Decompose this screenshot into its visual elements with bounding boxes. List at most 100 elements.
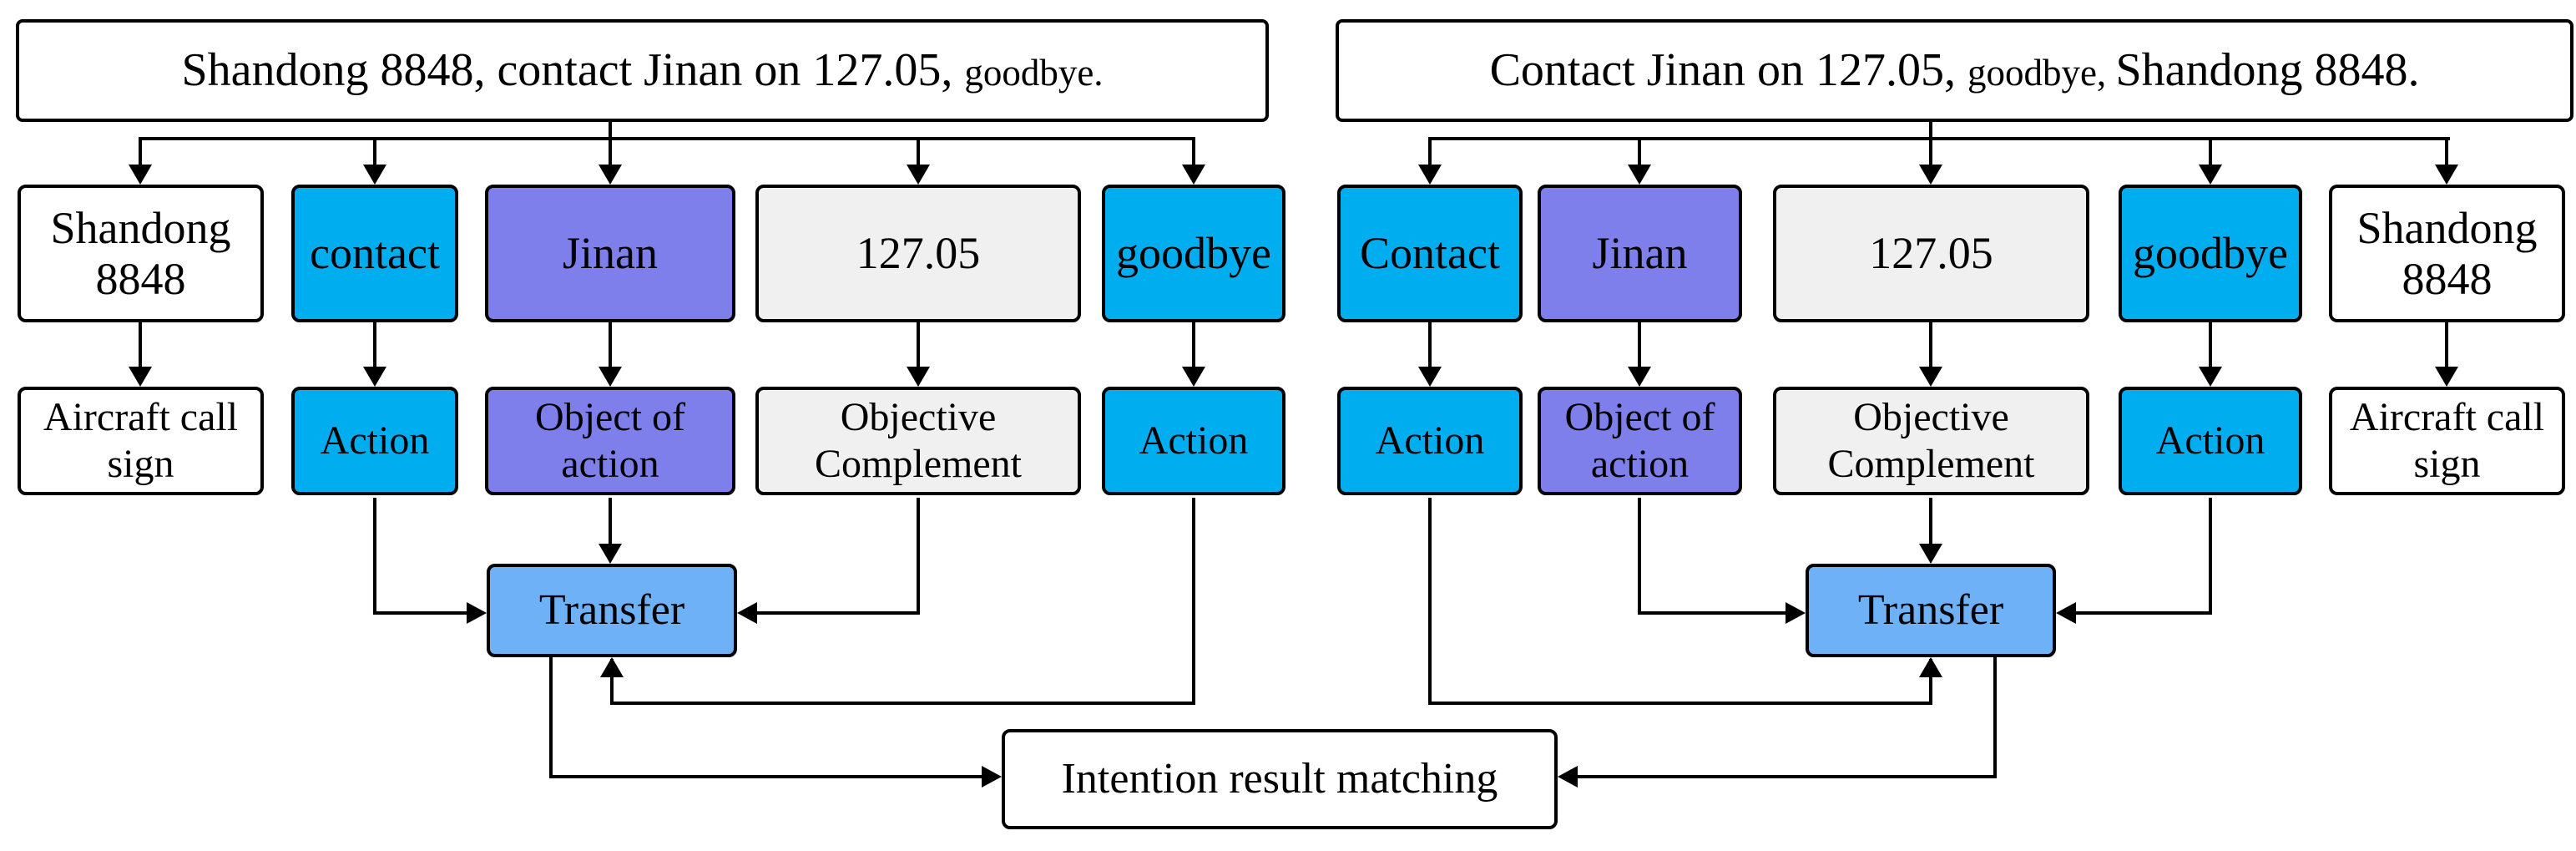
tag-box-aircraft-call-sign-left: Aircraft call sign (18, 387, 264, 495)
arrowhead (599, 165, 622, 185)
connector (1192, 322, 1195, 370)
connector (757, 611, 920, 615)
connector (1428, 702, 1932, 705)
tag-label: Action (1139, 418, 1249, 463)
tag-label: Action (320, 418, 430, 463)
arrowhead (1919, 367, 1942, 387)
connector (2209, 498, 2212, 615)
arrowhead (907, 165, 930, 185)
tag-label: Aircraft call sign (2349, 395, 2545, 486)
tag-label: Object of action (1564, 395, 1715, 486)
connector (373, 611, 468, 615)
word-label: 127.05 (1869, 228, 1993, 279)
connector (139, 137, 1195, 140)
connector (2076, 611, 2212, 615)
arrowhead (2199, 367, 2222, 387)
connector (917, 498, 920, 615)
connector (2445, 139, 2448, 170)
connector (1578, 775, 1997, 778)
word-label: Contact (1360, 228, 1500, 279)
connector (609, 498, 612, 546)
arrowhead (599, 367, 622, 387)
connector (1428, 137, 2450, 140)
word-box-shandong-8848-right: Shandong 8848 (2329, 185, 2565, 322)
arrowhead (1919, 657, 1942, 677)
arrowhead (1418, 165, 1442, 185)
word-label: Jinan (563, 228, 658, 279)
connector (1428, 139, 1432, 170)
word-box-shandong-8848-left: Shandong 8848 (18, 185, 264, 322)
left-instruction-main: Shandong 8848, contact Jinan on 127.05, (181, 44, 965, 97)
tag-label: Objective Complement (1827, 395, 2035, 486)
tag-label: Objective Complement (815, 395, 1022, 486)
word-box-jinan-left: Jinan (485, 185, 735, 322)
connector (1929, 122, 1932, 140)
connector (1929, 322, 1932, 370)
word-label: goodbye (2133, 228, 2288, 279)
arrowhead (363, 367, 386, 387)
connector (139, 322, 142, 370)
left-instruction-text: Shandong 8848, contact Jinan on 127.05, … (181, 44, 1103, 97)
arrowhead (2199, 165, 2222, 185)
transfer-label: Transfer (538, 585, 685, 634)
connector (1428, 322, 1432, 370)
word-box-contact-right: Contact (1337, 185, 1523, 322)
word-box-jinan-right: Jinan (1538, 185, 1742, 322)
connector (1638, 611, 1787, 615)
tag-label: Action (2155, 418, 2265, 463)
connector (610, 702, 1195, 705)
arrowhead (1628, 367, 1651, 387)
transfer-box-left: Transfer (487, 564, 737, 657)
connector (1929, 498, 1932, 546)
connector (139, 139, 142, 170)
tag-box-object-of-action-right: Object of action (1538, 387, 1742, 495)
connector (1192, 139, 1195, 170)
connector (1638, 139, 1641, 170)
tag-box-aircraft-call-sign-right: Aircraft call sign (2329, 387, 2565, 495)
word-box-12705-right: 127.05 (1773, 185, 2089, 322)
connector (549, 775, 983, 778)
right-instruction-text: Contact Jinan on 127.05, goodbye, Shando… (1490, 44, 2420, 97)
tag-box-action-2-left: Action (1102, 387, 1285, 495)
connector (1929, 139, 1932, 170)
connector (609, 139, 612, 170)
tag-box-action-1-right: Action (1337, 387, 1523, 495)
tag-box-action-2-right: Action (2119, 387, 2302, 495)
tag-box-objective-complement-left: Objective Complement (755, 387, 1081, 495)
arrowhead (1182, 165, 1205, 185)
arrowhead (363, 165, 386, 185)
arrowhead (600, 657, 624, 677)
word-label: goodbye (1116, 228, 1271, 279)
connector (2209, 139, 2212, 170)
word-label: 127.05 (856, 228, 981, 279)
arrowhead (1182, 367, 1205, 387)
connector (1929, 659, 1932, 705)
word-label: Shandong 8848 (2356, 203, 2538, 304)
connector (2445, 322, 2448, 370)
transfer-box-right: Transfer (1806, 564, 2056, 657)
left-instruction-small: goodbye. (964, 52, 1104, 94)
connector (549, 657, 553, 778)
word-box-goodbye-right: goodbye (2119, 185, 2302, 322)
tag-box-action-1-left: Action (291, 387, 458, 495)
connector (917, 139, 920, 170)
connector (917, 322, 920, 370)
arrowhead (1919, 544, 1942, 564)
transfer-label: Transfer (1857, 585, 2004, 634)
arrowhead (1418, 367, 1442, 387)
word-label: Shandong 8848 (50, 203, 231, 304)
arrowhead (1919, 165, 1942, 185)
connector (1638, 322, 1641, 370)
word-label: Jinan (1592, 228, 1688, 279)
arrowhead (2056, 602, 2076, 624)
right-instruction-main: Contact Jinan on 127.05, (1489, 44, 1967, 97)
right-instruction-small: goodbye, (1967, 52, 2116, 94)
arrowhead (599, 544, 622, 564)
left-instruction-box: Shandong 8848, contact Jinan on 127.05, … (16, 19, 1269, 122)
connector (373, 498, 376, 615)
connector (373, 139, 376, 170)
intention-result-matching-box: Intention result matching (1002, 729, 1558, 829)
arrowhead (2435, 165, 2458, 185)
tag-box-object-of-action-left: Object of action (485, 387, 735, 495)
connector (1638, 498, 1641, 615)
